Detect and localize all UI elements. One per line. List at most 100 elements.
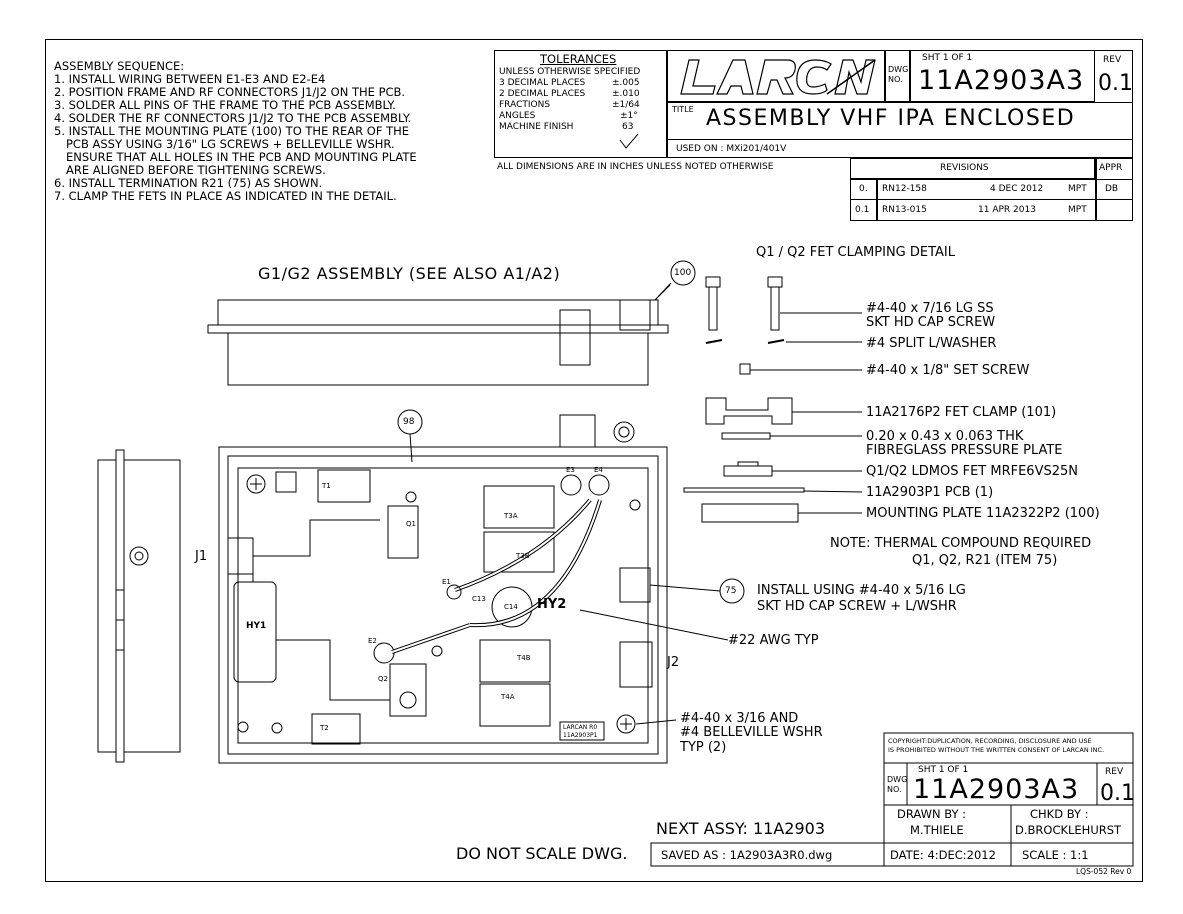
balloon-75-label: 75: [725, 586, 737, 596]
larcan-logo: [680, 59, 876, 95]
bottom-rev-value: 0.1: [1100, 781, 1135, 806]
dwg-cell: [885, 50, 1095, 102]
tolerance-value: ±.010: [612, 89, 640, 99]
detail-callout: #4-40 x 1/8" SET SCREW: [866, 363, 1030, 378]
detail-title: Q1 / Q2 FET CLAMPING DETAIL: [756, 245, 956, 260]
hy1-label: HY1: [246, 621, 267, 631]
screw-note: #4 BELLEVILLE WSHR: [680, 725, 823, 740]
e2-label: E2: [368, 637, 377, 645]
copyright-notice: COPYRIGHT:DUPLICATION, RECORDING, DISCLO…: [888, 737, 1092, 745]
dwg-no-label: DWG NO.: [888, 65, 909, 84]
q1-label: Q1: [406, 520, 416, 528]
tolerance-value: ±1°: [620, 111, 638, 121]
detail-callout: Q1/Q2 LDMOS FET MRFE6VS25N: [866, 464, 1078, 479]
c13-label: C13: [472, 595, 486, 603]
tolerance-label: ANGLES: [499, 111, 536, 121]
j1-label: J1: [195, 549, 208, 564]
drawn-by: M.THIELE: [910, 823, 964, 837]
dimensions-note: ALL DIMENSIONS ARE IN INCHES UNLESS NOTE…: [497, 162, 774, 172]
t4b-label: T4B: [517, 654, 531, 662]
balloon-100-label: 100: [674, 268, 692, 278]
hy2-label: HY2: [537, 597, 567, 612]
bottom-drawing-number: 11A2903A3: [913, 774, 1080, 805]
thermal-note: NOTE: THERMAL COMPOUND REQUIRED: [830, 536, 1092, 551]
form-number: LQS-052 Rev 0: [1076, 867, 1132, 876]
bottom-sheet-label: SHT 1 OF 1: [918, 765, 969, 775]
tolerance-label: 3 DECIMAL PLACES: [499, 78, 586, 88]
thermal-note: Q1, Q2, R21 (ITEM 75): [912, 553, 1058, 568]
screw-note: TYP (2): [680, 740, 727, 755]
assembly-step: 3. SOLDER ALL PINS OF THE FRAME TO THE P…: [54, 98, 396, 112]
tolerances-block: [494, 50, 667, 158]
used-on: USED ON : MXi201/401V: [676, 144, 787, 154]
logo-cell: [667, 50, 885, 102]
revision-date: 11 APR 2013: [978, 205, 1036, 215]
t2-label: T2: [320, 724, 329, 732]
drawing-border: [45, 39, 1143, 882]
bottom-dwg-label: DWG NO.: [887, 775, 908, 794]
drawing-scale: SCALE : 1:1: [1022, 848, 1089, 862]
e1-label: E1: [442, 578, 451, 586]
awg-note: #22 AWG TYP: [728, 633, 819, 648]
title-label: TITLE: [672, 105, 694, 114]
next-assembly: NEXT ASSY: 11A2903: [656, 819, 826, 838]
t4a-label: T4A: [501, 693, 515, 701]
assembly-step: ENSURE THAT ALL HOLES IN THE PCB AND MOU…: [66, 150, 417, 164]
detail-callout: 11A2903P1 PCB (1): [866, 485, 994, 500]
balloon-98-label: 98: [403, 417, 415, 427]
revision-appr: DB: [1105, 184, 1119, 194]
pcb-mark-2: 11A2903P1: [563, 732, 598, 739]
title-cell: [667, 102, 1133, 140]
detail-callout: MOUNTING PLATE 11A2322P2 (100): [866, 506, 1100, 521]
revision-ecn: RN12-158: [882, 184, 927, 194]
revision-by: MPT: [1068, 205, 1087, 215]
assembly-step: 6. INSTALL TERMINATION R21 (75) AS SHOWN…: [54, 176, 323, 190]
revision-by: MPT: [1068, 184, 1087, 194]
c14-label: C14: [504, 603, 518, 611]
drawn-by-label: DRAWN BY :: [897, 807, 967, 821]
install-note: SKT HD CAP SCREW + L/WSHR: [757, 599, 957, 614]
detail-callout: #4 SPLIT L/WASHER: [866, 336, 997, 351]
machine-finish-symbol: [619, 133, 639, 149]
drawing-number: 11A2903A3: [918, 65, 1085, 96]
j2-label: J2: [667, 655, 680, 670]
tolerance-value: 63: [622, 122, 634, 132]
t1-label: T1: [322, 482, 331, 490]
dwg-no-divider: [909, 50, 911, 102]
assembly-step: 5. INSTALL THE MOUNTING PLATE (100) TO T…: [54, 124, 410, 138]
rev-value: 0.1: [1098, 71, 1133, 96]
assembly-step: ARE ALIGNED BEFORE TIGHTENING SCREWS.: [66, 163, 326, 177]
e4-label: E4: [594, 466, 603, 474]
revision-rev: 0.1: [855, 205, 870, 215]
assembly-step: 4. SOLDER THE RF CONNECTORS J1/J2 TO THE…: [54, 111, 412, 125]
t3a-label: T3A: [504, 512, 518, 520]
checked-by: D.BROCKLEHURST: [1015, 823, 1122, 837]
tolerance-value: ±.005: [612, 78, 640, 88]
detail-callout: SKT HD CAP SCREW: [866, 315, 996, 330]
do-not-scale: DO NOT SCALE DWG.: [456, 844, 628, 863]
q2-label: Q2: [378, 675, 388, 683]
tolerances-unless: UNLESS OTHERWISE SPECIFIED: [499, 67, 641, 77]
pcb-mark-1: LARCAN R0: [563, 724, 598, 731]
assembly-step: PCB ASSY USING 3/16" LG SCREWS + BELLEVI…: [66, 137, 395, 151]
assembly-step: 7. CLAMP THE FETS IN PLACE AS INDICATED …: [54, 189, 397, 203]
revisions-header: REVISIONS: [940, 163, 989, 173]
screw-note: #4-40 x 3/16 AND: [680, 711, 799, 726]
assembly-sequence-heading: ASSEMBLY SEQUENCE:: [54, 59, 185, 73]
checked-by-label: CHKD BY :: [1030, 807, 1089, 821]
assembly-step: 2. POSITION FRAME AND RF CONNECTORS J1/J…: [54, 85, 406, 99]
drawing-date: DATE: 4:DEC:2012: [890, 848, 996, 862]
assembly-step: 1. INSTALL WIRING BETWEEN E1-E3 AND E2-E…: [54, 72, 326, 86]
tolerance-label: FRACTIONS: [499, 100, 551, 110]
rev-label: REV: [1103, 55, 1122, 65]
revision-ecn: RN13-015: [882, 205, 927, 215]
appr-header: APPR: [1099, 163, 1123, 173]
g1g2-assembly-label: G1/G2 ASSEMBLY (SEE ALSO A1/A2): [258, 264, 561, 283]
detail-callout: #4-40 x 7/16 LG SS: [866, 301, 994, 316]
tolerance-label: MACHINE FINISH: [499, 122, 574, 132]
install-note: INSTALL USING #4-40 x 5/16 LG: [757, 583, 966, 598]
tolerance-value: ±1/64: [612, 100, 640, 110]
detail-callout: 0.20 x 0.43 x 0.063 THK: [866, 429, 1024, 444]
drawing-title: ASSEMBLY VHF IPA ENCLOSED: [706, 106, 1076, 131]
